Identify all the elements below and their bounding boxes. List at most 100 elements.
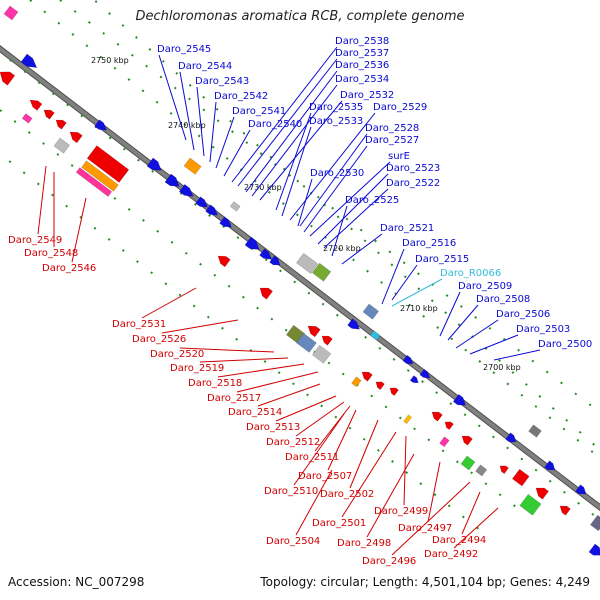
plus-strand-gene-arrow-shape (94, 119, 107, 131)
minus-strand-gene-arrow-shape (43, 109, 55, 120)
plus-strand-gene-label: Daro_2544 (178, 61, 232, 72)
plus-strand-gene-arrow (452, 394, 466, 406)
minus-strand-gene-arrow-shape (361, 371, 373, 382)
scale-tick-label: 2740 kbp (168, 121, 206, 130)
plus-strand-gene-arrow (219, 216, 232, 228)
minus-strand-gene-arrow (559, 505, 571, 516)
plus-strand-gene-label: Daro_2540 (248, 119, 302, 130)
minus-strand-leader-line (275, 395, 337, 422)
plus-strand-gene-arrow (259, 248, 272, 260)
scale-tick-label: 2710 kbp (400, 304, 438, 313)
minus-strand-leader-line (327, 409, 357, 471)
plus-strand-gene-arrow-shape (544, 460, 556, 471)
minus-strand-leader-line (349, 419, 379, 489)
minus-strand-gene-arrow-shape (375, 381, 385, 390)
minus-strand-gene-arrow (259, 287, 273, 300)
plus-strand-gene-label: Daro_2522 (386, 178, 440, 189)
minus-strand-gene-arrow-shape (499, 465, 509, 474)
plus-strand-gene-arrow (347, 318, 360, 330)
plus-strand-leader-line (237, 58, 338, 187)
scale-tick-label: 2730 kbp (244, 183, 282, 192)
minus-strand-gene-box (519, 494, 542, 516)
plus-strand-gene-label: Daro_2528 (365, 123, 419, 134)
plus-strand-gene-arrow-shape (195, 196, 208, 208)
minus-strand-leader-line (236, 371, 319, 393)
minus-strand-gene-label: Daro_2507 (298, 471, 352, 482)
minus-strand-gene-box-shape (403, 414, 412, 424)
plus-strand-leader-line (209, 101, 217, 163)
plus-strand-gene-arrow (544, 460, 556, 471)
minus-strand-gene-arrow (431, 411, 443, 422)
minus-strand-gene-arrow (499, 465, 509, 474)
minus-strand-leader-line (295, 401, 345, 437)
plus-strand-leader-line (245, 70, 338, 193)
minus-strand-gene-label: Daro_2546 (42, 263, 96, 274)
minus-strand-gene-label: Daro_2512 (266, 437, 320, 448)
plus-strand-gene-box (3, 5, 19, 21)
minus-strand-leader-line (71, 197, 87, 263)
plus-strand-gene-label: Daro_2541 (232, 106, 286, 117)
plus-strand-gene-label: Daro_2537 (335, 48, 389, 59)
plus-strand-gene-arrow-shape (164, 173, 180, 187)
plus-strand-gene-arrow-shape (452, 394, 466, 406)
plus-strand-gene-arrow-shape (402, 354, 414, 365)
plus-strand-gene-arrow-shape (259, 248, 272, 260)
minus-strand-leader-line (453, 507, 499, 549)
feature-track-dots (59, 0, 600, 414)
minus-strand-gene-box-shape (519, 494, 542, 516)
plus-strand-leader-line (317, 173, 389, 245)
minus-strand-leader-line (217, 363, 305, 378)
minus-strand-gene-box-shape (351, 376, 362, 388)
minus-strand-gene-label: Daro_2499 (374, 506, 428, 517)
minus-strand-leader-line (295, 469, 333, 536)
minus-strand-gene-label: Daro_2531 (112, 319, 166, 330)
feature-track-dots (92, 0, 600, 451)
plus-strand-gene-label: Daro_2538 (335, 36, 389, 47)
plus-strand-gene-arrow-shape (146, 157, 162, 171)
minus-strand-gene-box (81, 160, 119, 192)
plus-strand-leader-line (259, 100, 343, 201)
plus-strand-gene-label: Daro_2525 (345, 195, 399, 206)
plus-strand-leader-line (281, 126, 312, 217)
minus-strand-gene-arrow (461, 435, 473, 446)
plus-strand-gene-arrow-shape (178, 184, 194, 197)
plus-strand-leader-line (323, 188, 389, 249)
minus-strand-gene-label: Daro_2511 (285, 452, 339, 463)
minus-strand-gene-box (475, 464, 488, 477)
plus-strand-gene-box (312, 262, 332, 282)
plus-strand-gene-label: Daro_2543 (195, 76, 249, 87)
rna-leader-line (391, 278, 443, 307)
plus-strand-gene-label: Daro_2534 (335, 74, 389, 85)
plus-strand-gene-label: Daro_2500 (538, 339, 592, 350)
plus-strand-gene-arrow-shape (347, 318, 360, 330)
minus-strand-gene-box-shape (296, 332, 317, 353)
minus-strand-leader-line (293, 413, 345, 486)
plus-strand-leader-line (469, 334, 519, 355)
scale-tick-label: 2700 kbp (483, 363, 521, 372)
minus-strand-gene-arrow (321, 335, 333, 346)
minus-strand-leader-line (366, 453, 415, 538)
minus-strand-gene-box-shape (81, 160, 119, 192)
minus-strand-gene-label: Daro_2548 (24, 248, 78, 259)
minus-strand-leader-line (257, 383, 321, 407)
plus-strand-leader-line (179, 71, 195, 151)
plus-strand-gene-label: Daro_2542 (214, 91, 268, 102)
genome-summary-text: Topology: circular; Length: 4,501,104 bp… (260, 575, 590, 589)
minus-strand-gene-label: Daro_2504 (266, 536, 320, 547)
plus-strand-gene-arrow-shape (205, 204, 218, 216)
rna-gene-box (369, 330, 381, 341)
plus-strand-gene-arrow-shape (575, 484, 587, 495)
plus-strand-gene-label: Daro_2533 (309, 116, 363, 127)
plus-strand-leader-line (231, 46, 338, 183)
plus-strand-gene-box-shape (312, 262, 332, 282)
plus-strand-gene-arrow-shape (505, 432, 517, 443)
plus-strand-gene-box (528, 424, 542, 438)
minus-strand-gene-box (86, 145, 130, 183)
plus-strand-gene-label: Daro_2535 (309, 102, 363, 113)
plus-strand-gene-arrow (419, 368, 431, 379)
minus-strand-leader-line (37, 165, 47, 235)
plus-strand-gene-label: Daro_2523 (386, 163, 440, 174)
plus-strand-gene-label: Daro_2506 (496, 309, 550, 320)
minus-strand-gene-arrow-shape (307, 325, 321, 338)
plus-strand-gene-arrow (575, 484, 587, 495)
